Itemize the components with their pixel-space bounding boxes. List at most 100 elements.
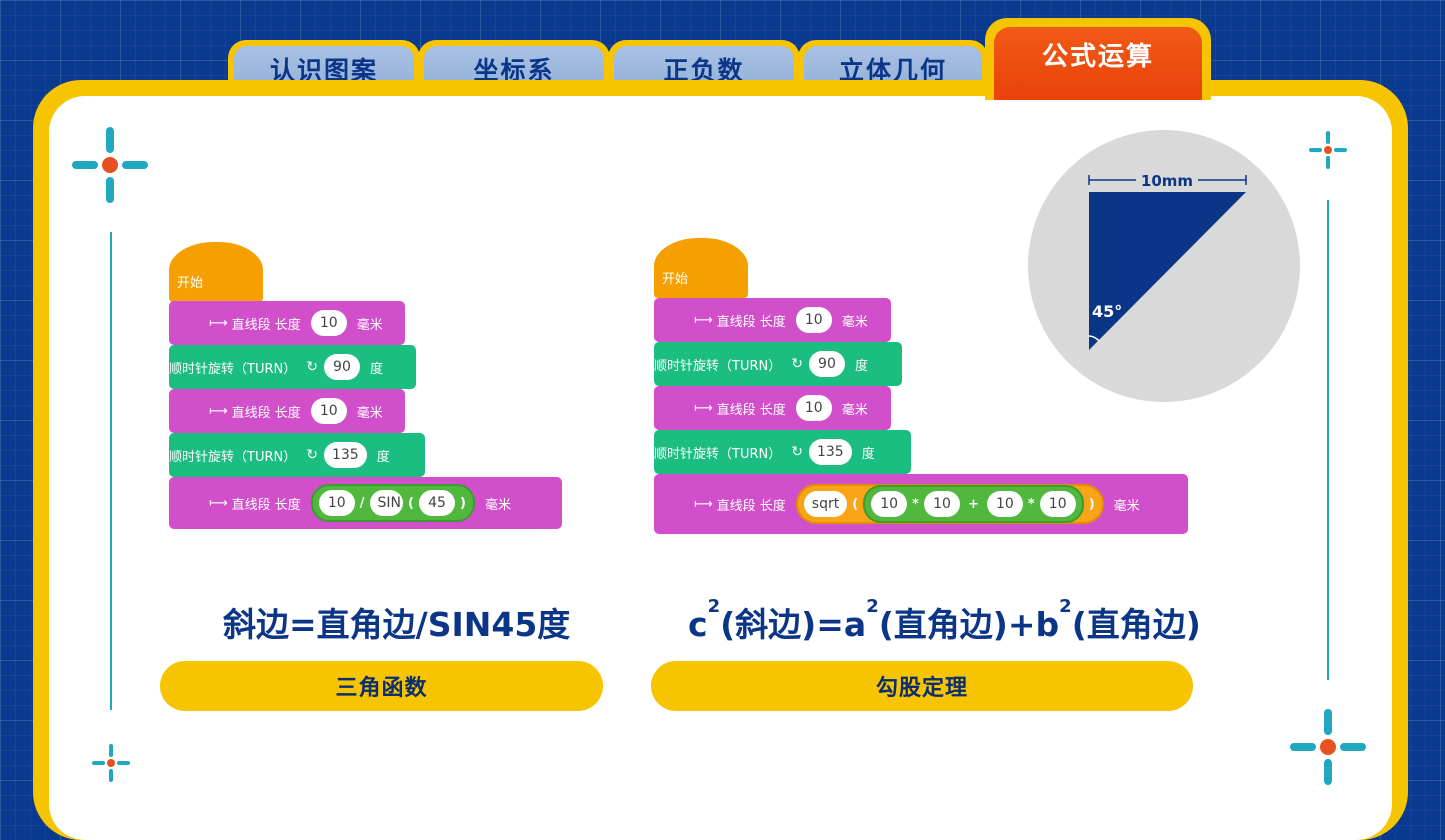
angle-label: 45° [1092,302,1122,321]
sin-function-block[interactable]: SIN [369,490,404,516]
line-segment-icon: ⟼ [209,403,228,419]
turn-clockwise-block[interactable]: 顺时针旋转（TURN） ↻ 90 度 [654,342,902,386]
formula-pythagoras: c2(斜边)=a2(直角边)+b2(直角边) [688,596,1201,646]
b-input-1[interactable]: 10 [986,491,1023,517]
turn-clockwise-block[interactable]: 顺时针旋转（TURN） ↻ 135 度 [654,430,911,474]
unit-label: 度 [854,358,868,374]
a-input-2[interactable]: 10 [923,491,960,517]
multiply-symbol: * [912,496,919,512]
pythagorean-button-label: 勾股定理 [875,676,968,701]
b-input-2[interactable]: 10 [1039,491,1076,517]
pen-line-block-formula[interactable]: ⟼ 直线段 长度 sqrt ( 10 * 10 + 10 * 10 ) 毫米 [654,474,1188,534]
paren-close: ) [1088,496,1095,512]
turn-label: 顺时针旋转（TURN） [654,446,782,462]
unit-label: 度 [376,449,390,465]
line-segment-label: 直线段 长度 [231,317,301,333]
start-label: 开始 [662,272,689,287]
formula-part1: (斜边)=a [720,605,867,644]
line-segment-icon: ⟼ [694,496,713,512]
rotate-clockwise-icon: ↻ [306,359,318,375]
sqrt-function-block[interactable]: sqrt ( 10 * 10 + 10 * 10 ) [795,484,1104,524]
line-segment-label: 直线段 长度 [231,497,301,513]
triangle-diagram: 10mm 45° [1028,130,1300,402]
divider-line-right [1327,200,1329,680]
tab-label: 公式运算 [994,27,1202,100]
multiply-symbol: * [1027,496,1035,512]
trigonometry-button-label: 三角函数 [335,676,428,701]
pen-line-block-formula[interactable]: ⟼ 直线段 长度 10 / SIN ( 45 ) 毫米 [169,477,562,529]
line-segment-label: 直线段 长度 [716,402,786,418]
line-segment-label: 直线段 长度 [716,498,786,514]
crosshair-decoration-top-right [1309,131,1347,169]
pen-line-block[interactable]: ⟼ 直线段 长度 10 毫米 [169,301,405,345]
length-input[interactable]: 10 [310,398,347,424]
turn-label: 顺时针旋转（TURN） [169,449,297,465]
formula-sup-a: 2 [866,596,879,617]
turn-clockwise-block[interactable]: 顺时针旋转（TURN） ↻ 135 度 [169,433,425,477]
angle-input[interactable]: 135 [808,439,852,465]
formula-sup-b: 2 [1059,596,1072,617]
divide-operator-block[interactable]: 10 / SIN ( 45 ) [310,484,475,522]
paren-open: ( [408,495,414,511]
pen-line-block[interactable]: ⟼ 直线段 长度 10 毫米 [654,298,891,342]
unit-label: 毫米 [356,405,383,421]
a-input-1[interactable]: 10 [871,491,908,517]
length-input[interactable]: 10 [795,395,832,421]
start-label: 开始 [177,276,204,291]
tab-formula-operations[interactable]: 公式运算 [985,18,1211,100]
dimension-label-bg [1136,170,1198,190]
unit-label: 毫米 [841,314,868,330]
dimension-label: 10mm [1141,172,1193,190]
paren-open: ( [852,496,859,512]
formula-part3: (直角边) [1071,605,1201,644]
angle-input[interactable]: 90 [323,354,360,380]
length-input[interactable]: 10 [795,307,832,333]
start-hat-block[interactable]: 开始 [169,242,263,302]
pen-line-block[interactable]: ⟼ 直线段 长度 10 毫米 [654,386,891,430]
unit-label: 毫米 [484,497,511,513]
formula-sup-c: 2 [707,596,721,617]
turn-clockwise-block[interactable]: 顺时针旋转（TURN） ↻ 90 度 [169,345,416,389]
line-segment-icon: ⟼ [694,400,713,416]
add-symbol: + [967,496,979,512]
angle-input[interactable]: 135 [323,442,367,468]
line-segment-icon: ⟼ [694,312,713,328]
turn-label: 顺时针旋转（TURN） [654,358,782,374]
add-operator-block[interactable]: 10 * 10 + 10 * 10 [863,485,1084,523]
rotate-clockwise-icon: ↻ [306,447,318,463]
crosshair-decoration-bottom-right [1290,709,1366,785]
sin-label: SIN [377,495,402,511]
angle-input[interactable]: 90 [808,351,845,377]
unit-label: 毫米 [1113,498,1140,514]
numerator-input[interactable]: 10 [318,490,355,516]
unit-label: 度 [861,446,875,462]
angle-arc [1088,335,1100,342]
pen-line-block[interactable]: ⟼ 直线段 长度 10 毫米 [169,389,405,433]
triangle-diagram-svg: 10mm 45° [1028,130,1300,402]
pythagorean-theorem-button[interactable]: 勾股定理 [651,661,1193,711]
crosshair-decoration-top-left [72,127,148,203]
line-segment-icon: ⟼ [209,495,228,511]
line-segment-label: 直线段 长度 [231,405,301,421]
crosshair-decoration-bottom-left [92,744,130,782]
divider-line-left [110,232,112,710]
divide-symbol: / [359,495,365,511]
length-input[interactable]: 10 [310,310,347,336]
paren-close: ) [459,495,466,511]
line-segment-label: 直线段 长度 [716,314,786,330]
formula-trig-text: 斜边=直角边/SIN45度 [223,605,571,644]
trigonometry-button[interactable]: 三角函数 [160,661,603,711]
sin-value-input[interactable]: 45 [418,490,455,516]
rotate-clockwise-icon: ↻ [791,356,803,372]
formula-trig: 斜边=直角边/SIN45度 [223,598,570,646]
formula-part2: (直角边)+b [878,605,1060,644]
right-triangle-shape [1089,192,1246,350]
unit-label: 度 [369,361,383,377]
unit-label: 毫米 [356,317,383,333]
turn-label: 顺时针旋转（TURN） [169,361,297,377]
formula-c: c [688,605,708,644]
line-segment-icon: ⟼ [209,315,228,331]
rotate-clockwise-icon: ↻ [791,444,803,460]
sqrt-label[interactable]: sqrt [803,491,848,517]
start-hat-block[interactable]: 开始 [654,238,748,298]
